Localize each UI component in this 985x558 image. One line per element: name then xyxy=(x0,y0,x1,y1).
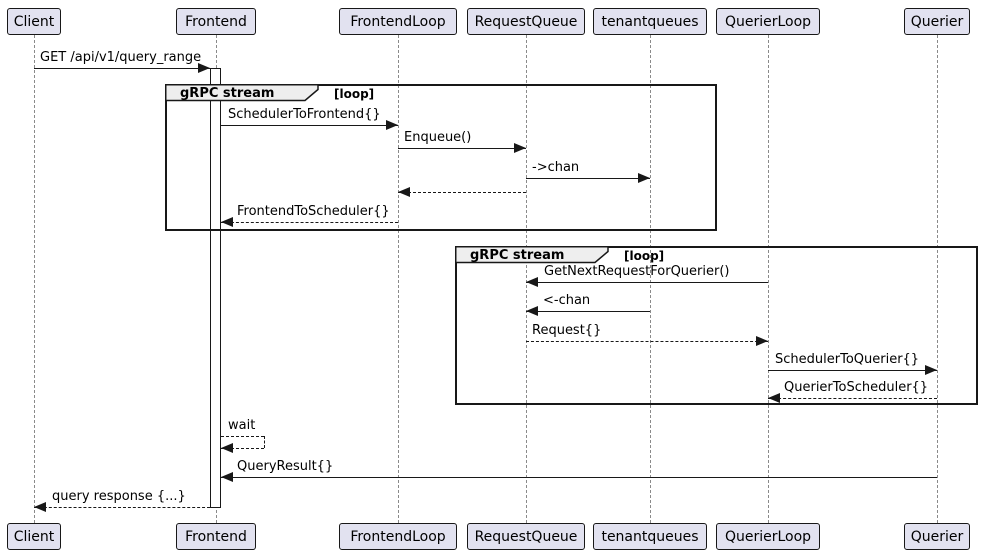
fragment-header-pentagon xyxy=(455,246,609,264)
participant-querierloop-top: QuerierLoop xyxy=(716,8,820,35)
message-line xyxy=(526,178,650,179)
arrowhead-icon xyxy=(526,306,538,316)
lifeline-querier xyxy=(937,35,938,523)
arrowhead-icon xyxy=(925,365,937,375)
participant-requestqueue-top: RequestQueue xyxy=(467,8,585,35)
participant-tenantqueues-top: tenantqueues xyxy=(593,8,707,35)
fragment-tag: [loop] xyxy=(624,249,665,263)
participant-querier-bottom: Querier xyxy=(904,523,970,550)
message-line xyxy=(34,507,210,508)
message-line xyxy=(768,370,937,371)
message-line xyxy=(768,398,937,399)
participant-frontendloop-bottom: FrontendLoop xyxy=(339,523,457,550)
message-line xyxy=(526,282,768,283)
arrowhead-icon xyxy=(638,173,650,183)
arrowhead-icon xyxy=(34,502,46,512)
lifeline-client xyxy=(34,35,35,523)
message-line xyxy=(221,477,937,478)
participant-frontend-top: Frontend xyxy=(176,8,256,35)
fragment-tag: [loop] xyxy=(334,87,375,101)
participant-tenantqueues-bottom: tenantqueues xyxy=(593,523,707,550)
fragment-grpc-stream-frontend: gRPC stream [loop] xyxy=(165,84,717,231)
message-label: GetNextRequestForQuerier() xyxy=(544,264,730,279)
message-line xyxy=(526,341,768,342)
message-label: SchedulerToQuerier{} xyxy=(775,352,920,367)
arrowhead-icon xyxy=(221,217,233,227)
arrowhead-icon xyxy=(198,63,210,73)
fragment-title: gRPC stream xyxy=(470,248,565,263)
lifeline-querierloop xyxy=(768,35,769,523)
arrowhead-icon xyxy=(514,143,526,153)
self-message-side-line xyxy=(264,436,265,448)
message-line xyxy=(221,222,398,223)
message-label: FrontendToScheduler{} xyxy=(237,204,390,219)
message-line xyxy=(398,148,526,149)
message-label: SchedulerToFrontend{} xyxy=(228,107,381,122)
participant-querierloop-bottom: QuerierLoop xyxy=(716,523,820,550)
message-label: ->chan xyxy=(532,160,580,175)
message-line xyxy=(34,68,210,69)
message-line xyxy=(398,192,526,193)
participant-frontend-bottom: Frontend xyxy=(176,523,256,550)
arrowhead-icon xyxy=(221,443,233,453)
participant-querier-top: Querier xyxy=(904,8,970,35)
arrowhead-icon xyxy=(526,277,538,287)
message-label: wait xyxy=(228,418,256,433)
arrowhead-icon xyxy=(756,336,768,346)
activation-bar-frontend xyxy=(210,68,221,508)
participant-frontendloop-top: FrontendLoop xyxy=(339,8,457,35)
message-line xyxy=(221,125,398,126)
self-message-top-line xyxy=(221,436,264,437)
message-label: Enqueue() xyxy=(404,130,472,145)
arrowhead-icon xyxy=(221,472,233,482)
message-label: query response {...} xyxy=(52,489,186,504)
participant-client-top: Client xyxy=(7,8,61,35)
fragment-grpc-stream-querier: gRPC stream [loop] xyxy=(455,246,978,405)
participant-requestqueue-bottom: RequestQueue xyxy=(467,523,585,550)
fragment-title: gRPC stream xyxy=(180,86,275,101)
arrowhead-icon xyxy=(768,393,780,403)
arrowhead-icon xyxy=(386,120,398,130)
message-line xyxy=(526,311,650,312)
lifeline-tenantqueues xyxy=(650,35,651,523)
fragment-header-pentagon xyxy=(165,84,319,102)
message-label: QueryResult{} xyxy=(237,459,334,474)
message-label: QuerierToScheduler{} xyxy=(784,380,929,395)
arrowhead-icon xyxy=(398,187,410,197)
participant-client-bottom: Client xyxy=(7,523,61,550)
message-label: Request{} xyxy=(532,323,602,338)
self-message-bottom-line xyxy=(221,448,264,449)
message-label: <-chan xyxy=(543,293,591,308)
message-label: GET /api/v1/query_range xyxy=(40,50,202,65)
lifeline-frontendloop xyxy=(398,35,399,523)
